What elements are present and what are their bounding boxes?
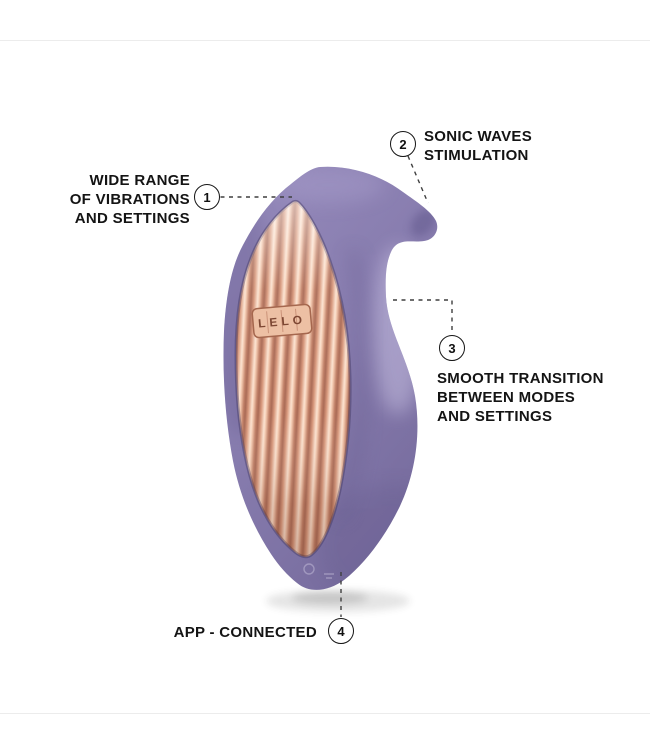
callout-number-4: 4 <box>328 618 354 644</box>
callout-number-1: 1 <box>194 184 220 210</box>
product-shadow <box>266 590 410 612</box>
product-front-panel <box>234 199 352 559</box>
brand-plate: LELO <box>251 303 313 339</box>
callout-number-2: 2 <box>390 131 416 157</box>
callout-label-smooth-transition: SMOOTH TRANSITION BETWEEN MODES AND SETT… <box>437 370 604 425</box>
callout-number-3: 3 <box>439 335 465 361</box>
leader-line-2 <box>407 155 429 204</box>
brand-logo-text: LELO <box>258 312 307 330</box>
leader-line-3 <box>393 299 453 334</box>
regulatory-marks <box>303 563 334 579</box>
callout-label-sonic-waves: SONIC WAVES STIMULATION <box>424 128 533 164</box>
callout-label-app-connected: APP - CONNECTED <box>173 624 317 641</box>
callout-label-vibrations: WIDE RANGE OF VIBRATIONS AND SETTINGS <box>69 172 190 227</box>
bottom-divider-line <box>0 713 650 714</box>
top-divider-line <box>0 40 650 41</box>
